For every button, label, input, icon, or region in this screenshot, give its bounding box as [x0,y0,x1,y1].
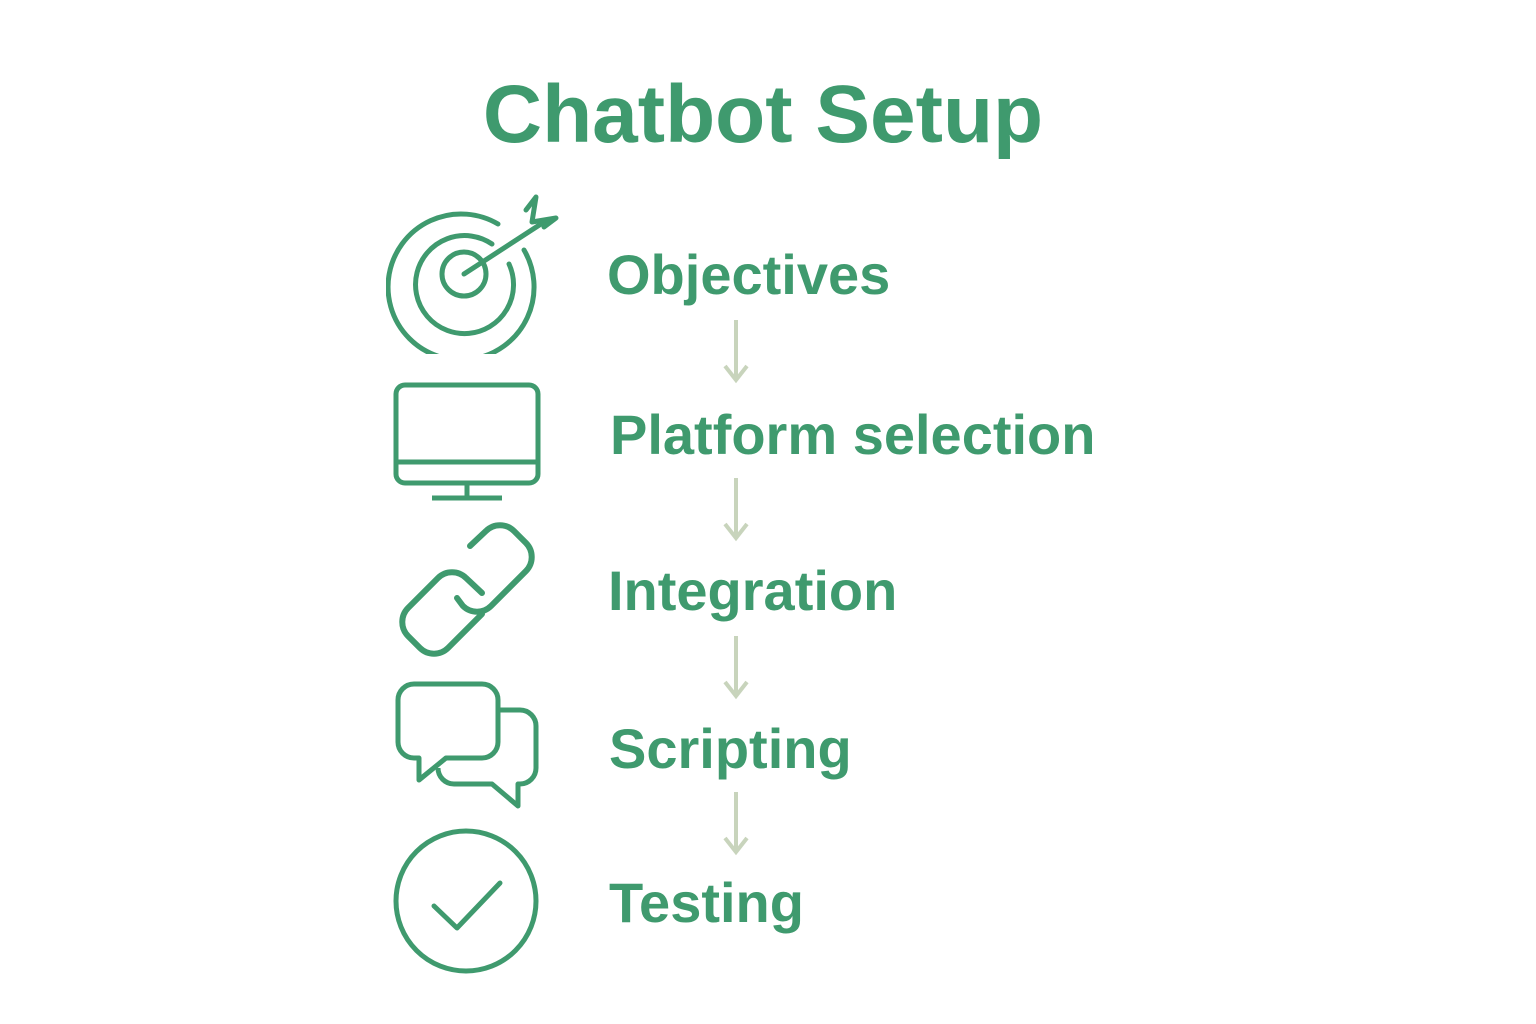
link-icon [396,522,541,662]
step-label-scripting: Scripting [609,717,852,780]
arrow-down-icon [723,320,749,384]
step-label-testing: Testing [609,871,804,934]
arrow-down-icon [723,478,749,542]
monitor-icon [392,382,542,504]
diagram-title: Chatbot Setup [482,69,1044,160]
arrow-down-icon [723,636,749,700]
step-label-integration: Integration [608,559,898,622]
check-circle-icon [392,828,540,974]
chat-bubbles-icon [394,680,544,815]
target-icon [386,192,561,354]
arrow-down-icon [723,792,749,856]
step-label-platform-selection: Platform selection [610,403,1096,466]
step-label-objectives: Objectives [607,243,891,306]
